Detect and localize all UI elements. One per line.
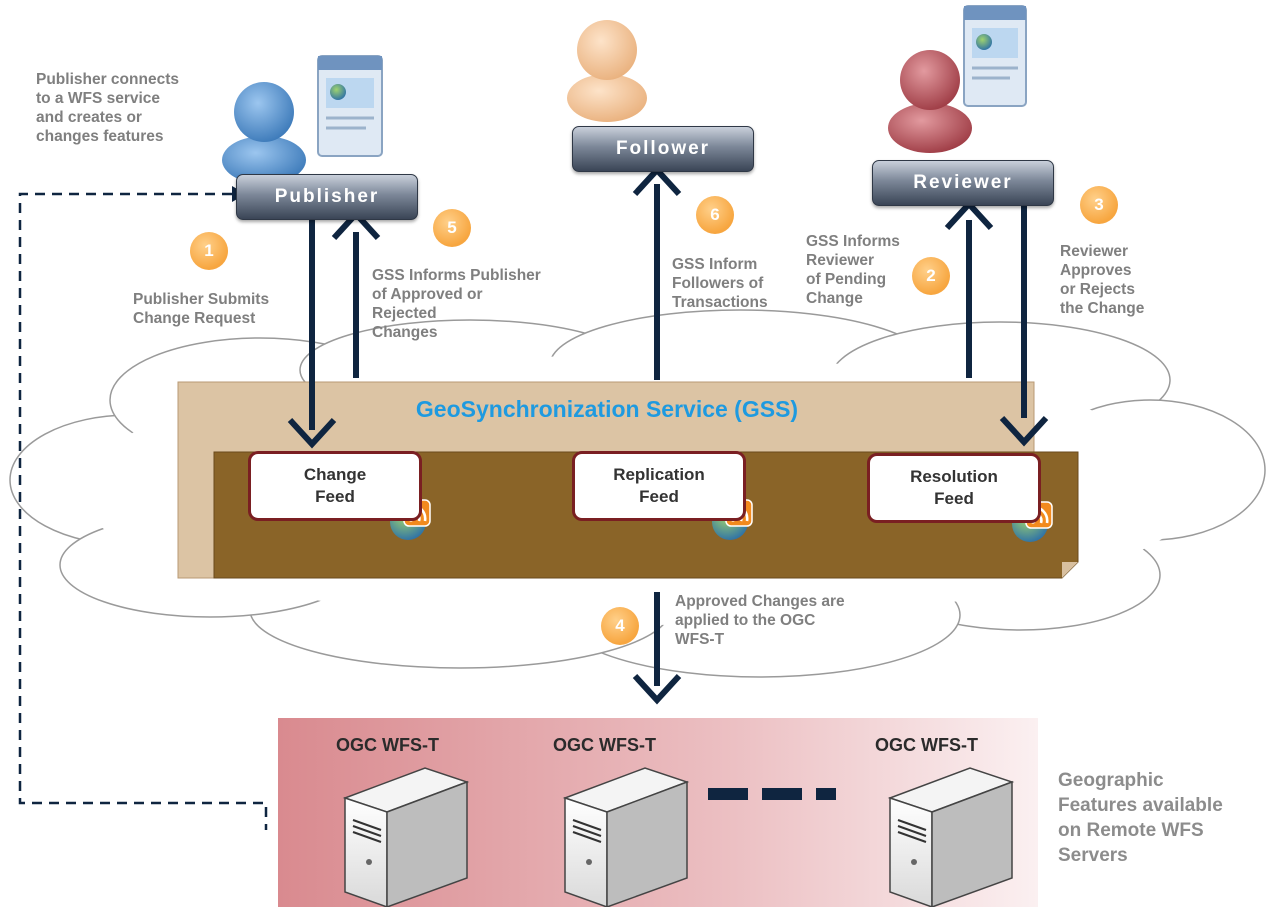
server-label-1: OGC WFS-T <box>336 735 439 755</box>
reviewer-browser-icon <box>963 5 1027 107</box>
geographic-features-note: Geographic Features available on Remote … <box>1058 770 1223 866</box>
step-1-badge: 1 <box>190 232 228 270</box>
change-feed-box: Change Feed <box>248 451 422 521</box>
step-6-badge: 6 <box>696 196 734 234</box>
step-3-badge: 3 <box>1080 186 1118 224</box>
resolution-feed-box: Resolution Feed <box>867 453 1041 523</box>
replication-feed-box: Replication Feed <box>572 451 746 521</box>
publisher-connects-note: Publisher connects to a WFS service and … <box>36 71 179 145</box>
step-4-badge: 4 <box>601 607 639 645</box>
step-3-note: Reviewer Approves or Rejects the Change <box>1060 243 1145 317</box>
server-icon <box>887 767 1015 907</box>
publisher-person-icon <box>222 82 306 184</box>
server-label-2: OGC WFS-T <box>553 735 656 755</box>
server-icon <box>562 767 690 907</box>
step-1-note: Publisher Submits Change Request <box>133 291 270 327</box>
gss-title: GeoSynchronization Service (GSS) <box>415 396 799 422</box>
server-icon <box>342 767 470 907</box>
ellipsis-dashes <box>708 788 836 800</box>
publisher-browser-icon <box>317 55 383 157</box>
step-4-note: Approved Changes are applied to the OGC … <box>675 593 845 648</box>
step-6-note: GSS Inform Followers of Transactions <box>672 256 768 311</box>
step-2-badge: 2 <box>912 257 950 295</box>
arrows <box>309 184 1027 686</box>
reviewer-person-icon <box>888 50 972 153</box>
follower-role-box: Follower <box>572 126 754 172</box>
step-5-note: GSS Informs Publisher of Approved or Rej… <box>372 267 541 341</box>
dashed-loop-line <box>18 192 268 830</box>
follower-person-icon <box>567 20 647 122</box>
step-5-badge: 5 <box>433 209 471 247</box>
reviewer-role-box: Reviewer <box>872 160 1054 206</box>
publisher-role-box: Publisher <box>236 174 418 220</box>
server-label-3: OGC WFS-T <box>875 735 978 755</box>
step-2-note: GSS Informs Reviewer of Pending Change <box>806 233 900 307</box>
